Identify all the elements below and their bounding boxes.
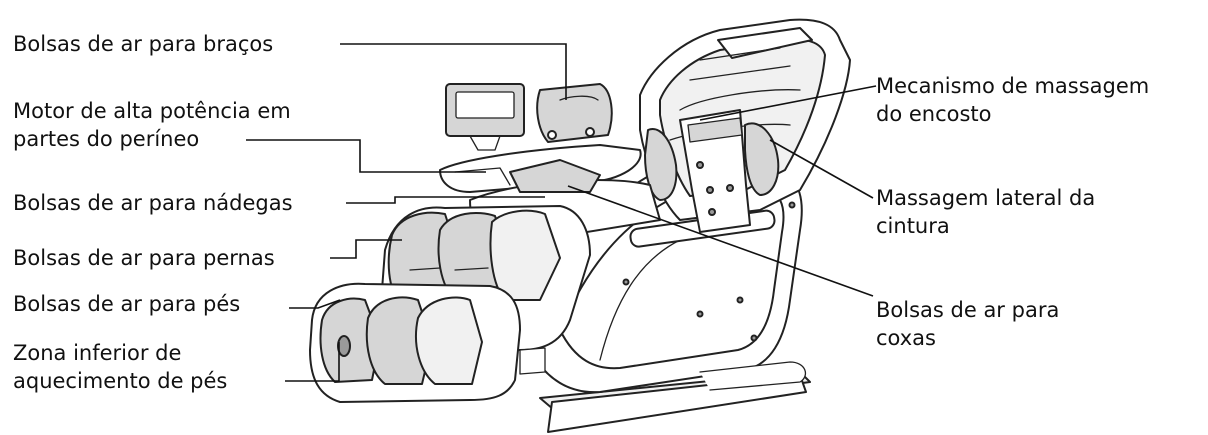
label-back-mechanism-line-1: Mecanismo de massagem [876, 72, 1149, 100]
leader-mechanism [700, 86, 876, 120]
label-motor: Motor de alta potência em partes do perí… [13, 97, 291, 153]
label-foot-heating: Zona inferior de aquecimento de pés [13, 339, 227, 395]
label-back-mechanism: Mecanismo de massagem do encosto [876, 72, 1149, 128]
label-feet-airbags: Bolsas de ar para pés [13, 290, 240, 318]
leader-buttocks [346, 197, 545, 203]
label-waist-massage-line-1: Massagem lateral da [876, 184, 1095, 212]
leader-feet [289, 300, 340, 308]
label-motor-line-2: partes do períneo [13, 125, 291, 153]
label-leg-airbags: Bolsas de ar para pernas [13, 244, 275, 272]
label-thigh-airbags: Bolsas de ar para coxas [876, 296, 1059, 352]
label-leg-airbags-text: Bolsas de ar para pernas [13, 244, 275, 272]
label-back-mechanism-line-2: do encosto [876, 100, 1149, 128]
label-feet-airbags-text: Bolsas de ar para pés [13, 290, 240, 318]
leader-waist [770, 140, 873, 198]
label-foot-heating-line-1: Zona inferior de [13, 339, 227, 367]
label-buttocks-airbags: Bolsas de ar para nádegas [13, 189, 293, 217]
label-arm-airbags: Bolsas de ar para braços [13, 30, 273, 58]
label-buttocks-airbags-text: Bolsas de ar para nádegas [13, 189, 293, 217]
label-thigh-airbags-line-2: coxas [876, 324, 1059, 352]
label-arm-airbags-text: Bolsas de ar para braços [13, 30, 273, 58]
leader-arms [340, 44, 566, 100]
leader-thighs [568, 186, 873, 296]
label-thigh-airbags-line-1: Bolsas de ar para [876, 296, 1059, 324]
leader-heating [285, 342, 339, 381]
label-waist-massage-line-2: cintura [876, 212, 1095, 240]
label-motor-line-1: Motor de alta potência em [13, 97, 291, 125]
leader-legs [330, 240, 402, 258]
label-foot-heating-line-2: aquecimento de pés [13, 367, 227, 395]
label-waist-massage: Massagem lateral da cintura [876, 184, 1095, 240]
